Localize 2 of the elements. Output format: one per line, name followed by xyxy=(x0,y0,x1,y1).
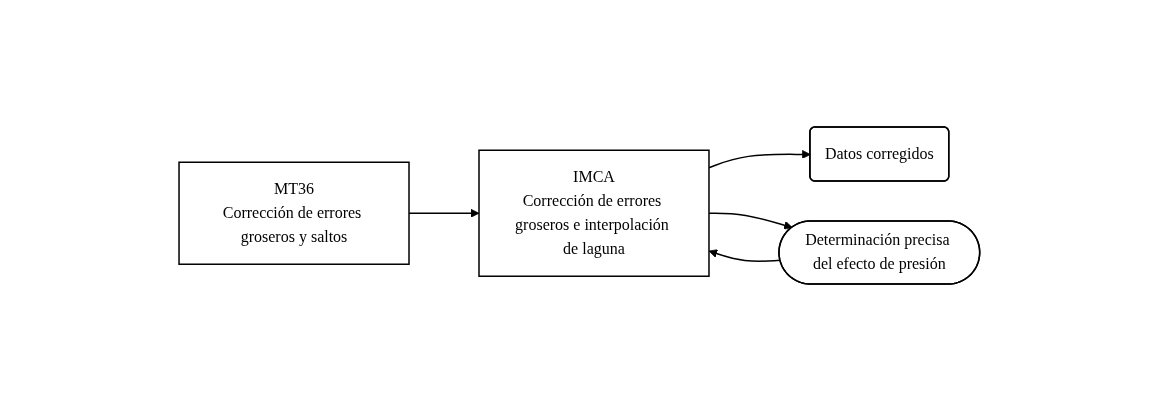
node-box: MT36 Corrección de errores groseros y saltos xyxy=(178,161,410,265)
node-box: IMCA Corrección de errores groseros e interpolación de laguna xyxy=(478,149,710,277)
